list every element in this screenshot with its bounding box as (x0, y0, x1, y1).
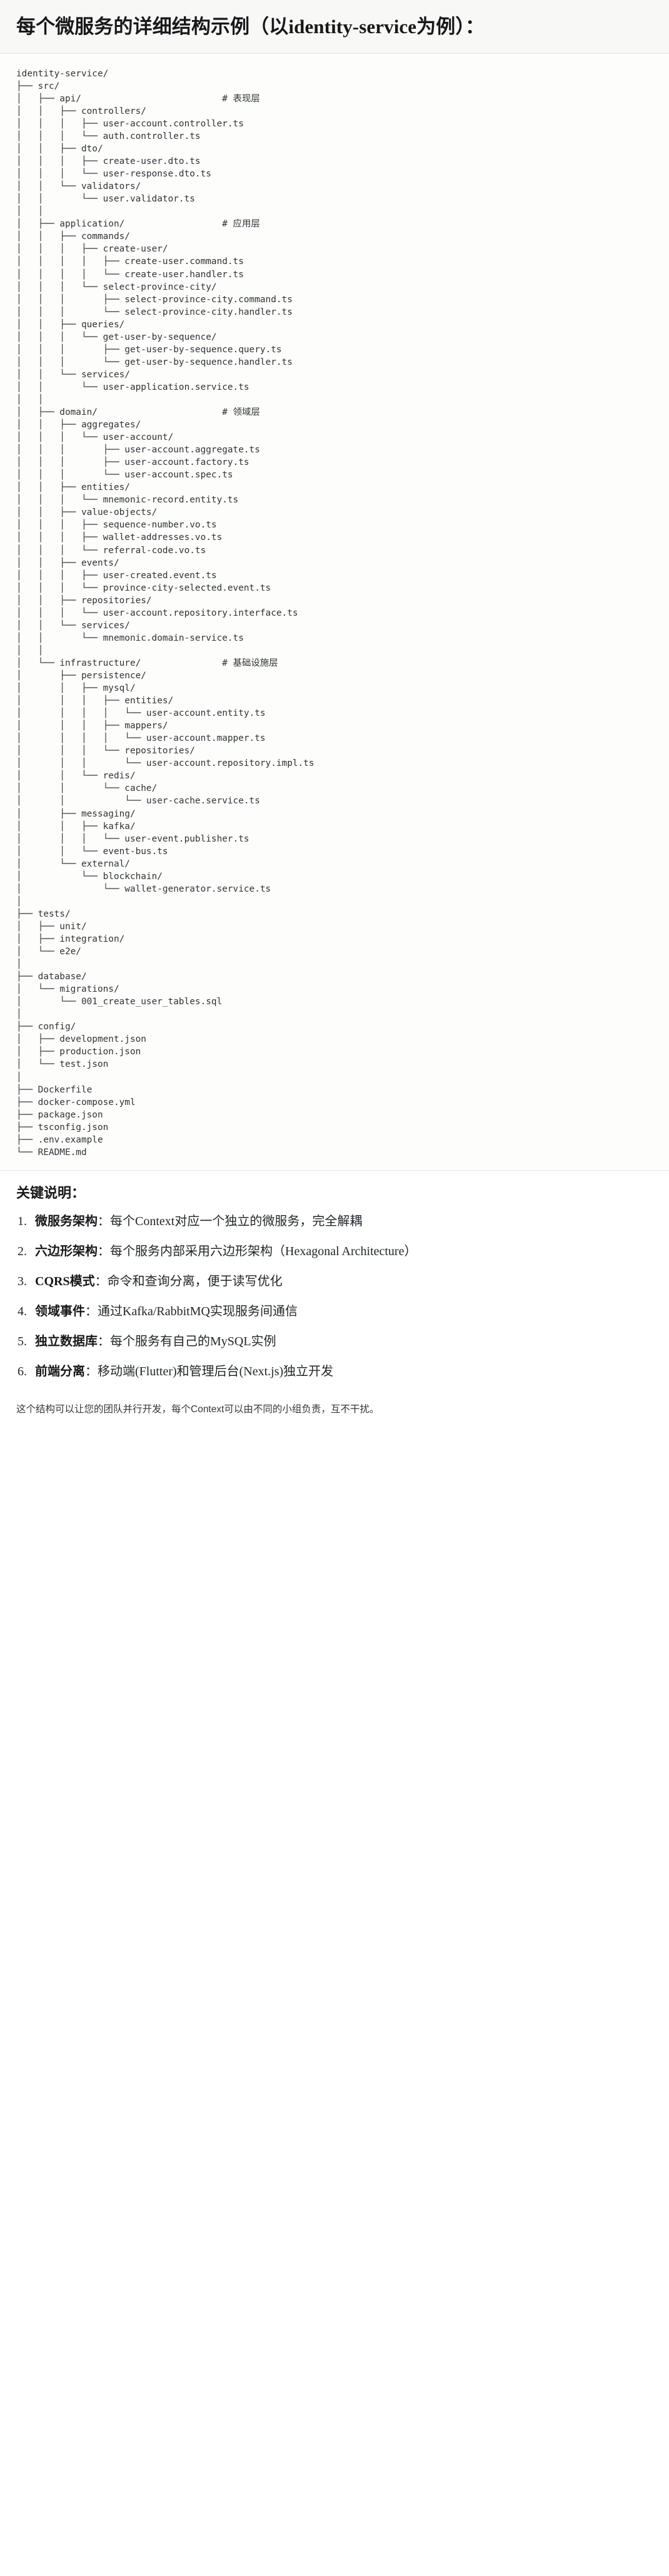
key-notes-heading: 关键说明： (16, 1184, 86, 1201)
note-separator: ： (85, 1305, 98, 1319)
note-separator: ： (98, 1245, 110, 1259)
note-term: 领域事件 (35, 1305, 85, 1319)
closing-paragraph: 这个结构可以让您的团队并行开发，每个Context可以由不同的小组负责，互不干扰… (16, 1404, 380, 1415)
key-notes-section: 关键说明： 微服务架构：每个Context对应一个独立的微服务，完全解耦 六边形… (0, 1169, 669, 1399)
note-description: 通过Kafka/RabbitMQ实现服务间通信 (98, 1305, 298, 1319)
note-term: 前端分离 (35, 1365, 85, 1379)
note-term: 微服务架构 (35, 1214, 98, 1229)
note-description: 移动端(Flutter)和管理后台(Next.js)独立开发 (98, 1365, 334, 1379)
note-separator: ： (85, 1365, 98, 1379)
note-description: 每个服务有自己的MySQL实例 (110, 1335, 276, 1349)
page-title: 每个微服务的详细结构示例（以identity-service为例）： (16, 16, 485, 38)
note-term: 独立数据库 (35, 1335, 98, 1349)
list-item: 独立数据库：每个服务有自己的MySQL实例 (16, 1332, 653, 1352)
note-separator: ： (94, 1275, 108, 1289)
list-item: 微服务架构：每个Context对应一个独立的微服务，完全解耦 (16, 1212, 653, 1231)
note-separator: ： (98, 1214, 110, 1229)
page-header: 每个微服务的详细结构示例（以identity-service为例）： (0, 0, 669, 54)
list-item: 领域事件：通过Kafka/RabbitMQ实现服务间通信 (16, 1302, 653, 1321)
directory-tree-block: identity-service/ ├── src/ │ ├── api/ # … (0, 53, 669, 1170)
list-item: 前端分离：移动端(Flutter)和管理后台(Next.js)独立开发 (16, 1362, 653, 1382)
note-description: 命令和查询分离，便于读写优化 (107, 1275, 283, 1289)
key-notes-list: 微服务架构：每个Context对应一个独立的微服务，完全解耦 六边形架构：每个服… (16, 1212, 653, 1382)
list-item: 六边形架构：每个服务内部采用六边形架构（Hexagonal Architectu… (16, 1242, 653, 1261)
note-description: 每个Context对应一个独立的微服务，完全解耦 (110, 1214, 363, 1229)
note-term: CQRS模式 (35, 1275, 95, 1289)
note-term: 六边形架构 (35, 1245, 98, 1259)
note-description: 每个服务内部采用六边形架构（Hexagonal Architecture） (110, 1245, 417, 1259)
note-separator: ： (98, 1335, 110, 1349)
closing-section: 这个结构可以让您的团队并行开发，每个Context可以由不同的小组负责，互不干扰… (0, 1398, 669, 1432)
directory-tree: identity-service/ ├── src/ │ ├── api/ # … (16, 68, 314, 1158)
list-item: CQRS模式：命令和查询分离，便于读写优化 (16, 1272, 653, 1291)
